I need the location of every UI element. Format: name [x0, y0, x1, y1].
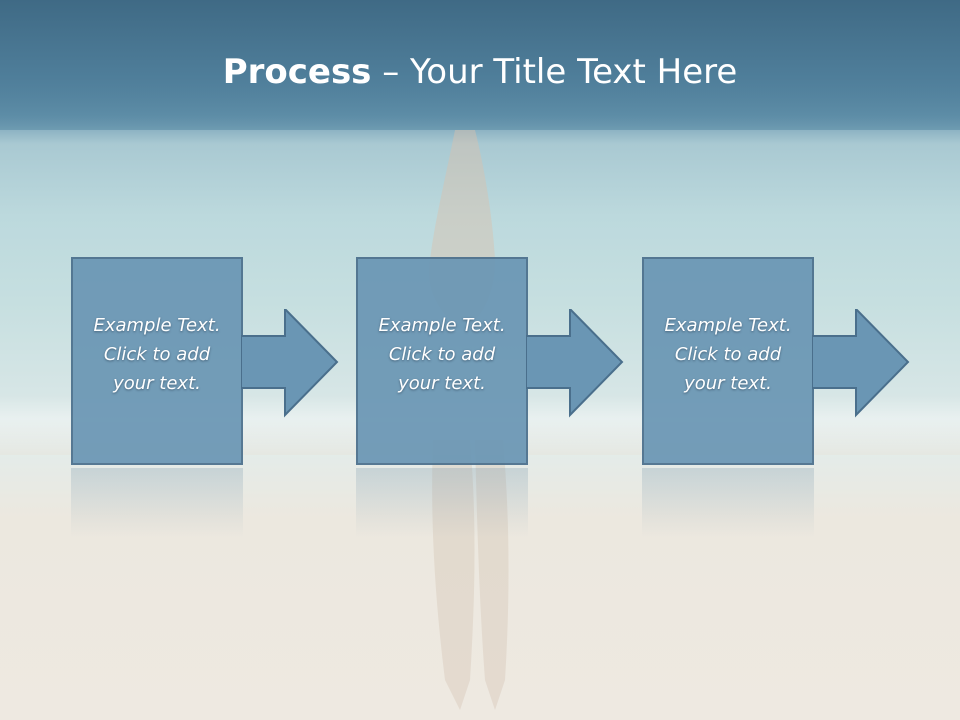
title-rest: – Your Title Text Here [371, 52, 738, 92]
step-text-line3: your text. [113, 373, 201, 394]
title-bold: Process [222, 52, 372, 92]
step-reflection [356, 468, 528, 538]
step-text[interactable]: Example Text. Click to add your text. [642, 311, 814, 398]
step-box[interactable] [356, 257, 528, 465]
step-text-line3: your text. [398, 373, 486, 394]
step-text-line1: Example Text. [93, 315, 221, 336]
slide-title[interactable]: Process – Your Title Text Here [0, 52, 960, 92]
step-reflection [642, 468, 814, 538]
step-text-line2: Click to add [388, 344, 496, 365]
step-text[interactable]: Example Text. Click to add your text. [356, 311, 528, 398]
background-figure [429, 130, 509, 710]
arrow-right-icon [241, 309, 339, 418]
step-text[interactable]: Example Text. Click to add your text. [71, 311, 243, 398]
step-reflection [71, 468, 243, 538]
step-text-line3: your text. [684, 373, 772, 394]
step-text-line2: Click to add [103, 344, 211, 365]
header-band [0, 0, 960, 130]
step-text-line1: Example Text. [378, 315, 506, 336]
process-step-3[interactable]: Example Text. Click to add your text. [642, 257, 910, 465]
process-step-1[interactable]: Example Text. Click to add your text. [71, 257, 339, 465]
process-step-2[interactable]: Example Text. Click to add your text. [356, 257, 624, 465]
step-text-line2: Click to add [674, 344, 782, 365]
step-text-line1: Example Text. [664, 315, 792, 336]
arrow-right-icon [812, 309, 910, 418]
arrow-right-icon [526, 309, 624, 418]
step-box[interactable] [71, 257, 243, 465]
